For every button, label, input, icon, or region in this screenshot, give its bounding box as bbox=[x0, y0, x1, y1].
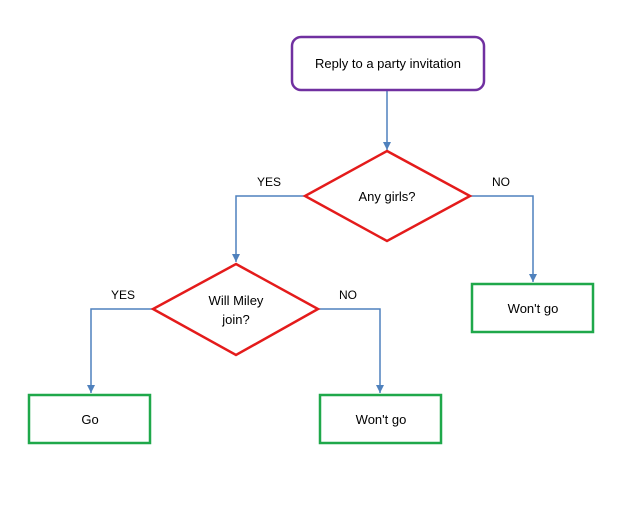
connector-miley-no bbox=[318, 308, 384, 393]
outcome-wont-go-right-label: Won't go bbox=[508, 301, 559, 316]
decision-any-girls-label: Any girls? bbox=[358, 189, 415, 204]
outcome-wont-go-left: Won't go bbox=[318, 393, 443, 445]
outcome-wont-go-right: Won't go bbox=[470, 282, 595, 334]
edge-label-miley-yes: YES bbox=[111, 288, 135, 302]
decision-will-miley-label-line1: Will Miley bbox=[209, 293, 264, 308]
edge-label-miley-no: NO bbox=[339, 288, 357, 302]
outcome-go-label: Go bbox=[81, 412, 98, 427]
decision-will-miley-join: Will Miley join? bbox=[150, 262, 321, 357]
start-node-label: Reply to a party invitation bbox=[315, 56, 461, 71]
outcome-wont-go-left-box bbox=[318, 393, 443, 445]
connector-miley-yes bbox=[87, 308, 153, 393]
outcome-wont-go-left-label: Won't go bbox=[356, 412, 407, 427]
connector-girls-yes bbox=[232, 195, 305, 262]
outcome-go-box bbox=[27, 393, 152, 445]
decision-will-miley-label-line2: join? bbox=[221, 312, 249, 327]
decision-any-girls-diamond bbox=[302, 149, 473, 243]
decision-any-girls: Any girls? bbox=[302, 149, 473, 243]
start-node-box bbox=[290, 35, 486, 92]
edge-label-girls-no: NO bbox=[492, 175, 510, 189]
edge-label-girls-yes: YES bbox=[257, 175, 281, 189]
start-node: Reply to a party invitation bbox=[290, 35, 486, 92]
outcome-go: Go bbox=[27, 393, 152, 445]
connectors bbox=[87, 90, 537, 393]
decision-will-miley-diamond bbox=[150, 262, 321, 357]
outcome-wont-go-right-box bbox=[470, 282, 595, 334]
connector-girls-no bbox=[470, 195, 537, 282]
